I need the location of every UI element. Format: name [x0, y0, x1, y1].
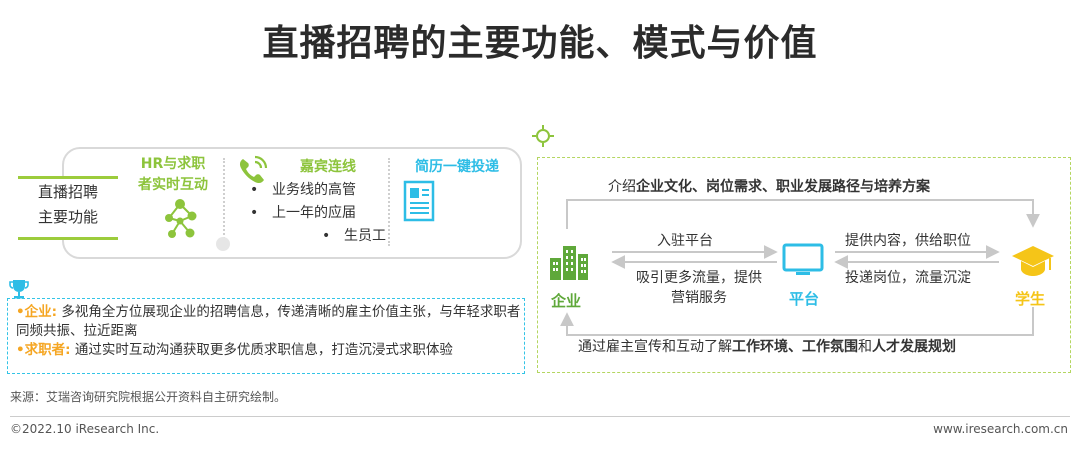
top-flow-text: 介绍企业文化、岗位需求、职业发展路径与培养方案 [608, 179, 930, 195]
feature-title-line: 者实时互动 [138, 177, 208, 193]
top-flow-arrow [566, 199, 1040, 229]
main-functions-label: 直播招聘 主要功能 [18, 180, 118, 230]
divider-dot [216, 237, 230, 251]
enterprise-node-label: 企业 [551, 292, 582, 310]
seeker-label: •求职者: [16, 342, 71, 358]
phone-call-icon [239, 155, 268, 184]
source-note: 来源：艾瑞咨询研究院根据公开资料自主研究绘制。 [10, 390, 287, 404]
main-label-line: 主要功能 [37, 208, 98, 226]
feature-interaction-title: HR与求职 者实时互动 [128, 154, 218, 196]
platform-node-label: 平台 [789, 290, 820, 308]
description-text: •企业: 多视角全方位展现企业的招聘信息，传递清晰的雇主价值主张，与年轻求职者同… [16, 303, 521, 360]
enterprise-text: 多视角全方位展现企业的招聘信息，传递清晰的雇主价值主张，与年轻求职者同频共振、拉… [16, 304, 521, 339]
page-title: 直播招聘的主要功能、模式与价值 [262, 23, 818, 64]
student-to-platform-text: 投递岗位，流量沉淀 [845, 270, 971, 286]
guest-bullet-item: 业务线的高管 [250, 179, 400, 202]
enterprise-value: •企业: 多视角全方位展现企业的招聘信息，传递清晰的雇主价值主张，与年轻求职者同… [16, 303, 521, 341]
copyright: ©2022.10 iResearch Inc. [10, 422, 160, 436]
guest-bullet-cont: 生员工 [250, 225, 400, 248]
network-icon [165, 199, 197, 238]
main-label-box [18, 176, 118, 240]
main-label-line: 直播招聘 [37, 183, 98, 201]
building-icon [550, 246, 588, 280]
platform-to-enterprise-text: 吸引更多流量，提供 营销服务 [636, 270, 762, 306]
flow-arrows [560, 199, 1040, 336]
feature-resume-title: 简历一键投递 [415, 159, 499, 175]
student-node-label: 学生 [1015, 290, 1046, 308]
website-link[interactable]: www.iresearch.com.cn [933, 422, 1068, 436]
resume-icon [403, 180, 435, 222]
trophy-icon [9, 280, 29, 299]
platform-to-student-text: 提供内容，供给职位 [845, 233, 971, 249]
enterprise-to-platform-text: 入驻平台 [657, 233, 713, 249]
seeker-text: 通过实时互动沟通获取更多优质求职信息，打造沉浸式求职体验 [74, 342, 453, 358]
description-box [7, 298, 525, 374]
monitor-icon [782, 243, 824, 275]
graduation-cap-icon [1012, 246, 1054, 276]
footer-divider [10, 416, 1070, 417]
model-panel [537, 157, 1071, 373]
guest-bullet-list: 业务线的高管 上一年的应届 生员工 [250, 179, 400, 248]
feature-guest-title: 嘉宾连线 [300, 159, 356, 175]
seeker-value: •求职者: 通过实时互动沟通获取更多优质求职信息，打造沉浸式求职体验 [16, 341, 521, 360]
bottom-flow-text: 通过雇主宣传和互动了解工作环境、工作氛围和人才发展规划 [578, 339, 956, 355]
crosshair-icon [532, 125, 554, 147]
feature-title-line: HR与求职 [140, 156, 206, 172]
feature-divider [223, 158, 225, 242]
bottom-flow-arrow [560, 307, 1034, 336]
enterprise-label: •企业: [16, 304, 58, 320]
feature-divider [388, 158, 390, 246]
guest-bullet-item: 上一年的应届 [250, 202, 400, 225]
